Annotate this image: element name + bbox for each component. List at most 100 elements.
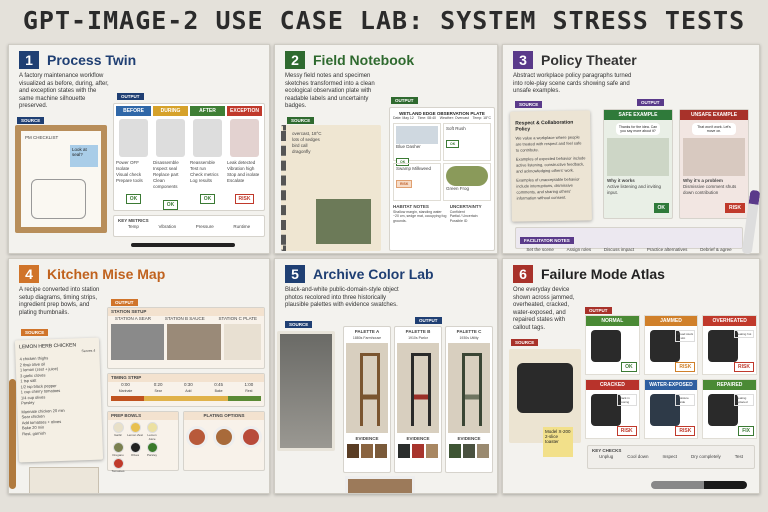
- machine-icon: [193, 119, 222, 157]
- state-label: BEFORE: [116, 106, 151, 116]
- machine-icon: [230, 119, 259, 157]
- plate-thumbnail[interactable]: [212, 426, 235, 448]
- state-label: AFTER: [190, 106, 225, 116]
- specimen-frog: Green Frog: [443, 162, 491, 201]
- observation-plate: WETLAND EDGE OBSERVATION PLATE Date: May…: [389, 107, 495, 251]
- scene-text: Active listening and inviting input.: [607, 184, 662, 195]
- state-label: EXCEPTION: [227, 106, 262, 116]
- color-swatch: [361, 444, 373, 458]
- state-item: Isolate: [116, 166, 130, 171]
- station-a: STATION A SEAR: [114, 316, 152, 321]
- panel-description: A factory maintenance workflow visualize…: [19, 73, 109, 109]
- facilitator-step: Practice alternatives: [646, 247, 688, 252]
- status-badge: OK: [396, 157, 410, 166]
- metric-vibration: Vibration: [158, 224, 177, 229]
- state-item: Stop and isolate: [227, 172, 260, 177]
- uncertainty-item: Partial / Uncertain: [449, 214, 478, 218]
- frog-icon: [446, 165, 488, 186]
- status-badge: RISK: [234, 194, 255, 204]
- color-swatch: [412, 444, 424, 458]
- prep-bowl: Tomatoes: [110, 458, 126, 473]
- pen-icon: [131, 243, 235, 247]
- check-test: Test: [734, 454, 743, 459]
- source-tag: SOURCE: [285, 321, 313, 328]
- status-badge: RISK: [675, 362, 696, 372]
- panel-title: Process Twin: [47, 52, 137, 68]
- palette-era: 1930s Utility: [459, 336, 479, 340]
- scene-illustration: [607, 138, 669, 176]
- panel-number: 5: [285, 265, 305, 283]
- timing-step-label: Sear: [154, 389, 162, 393]
- status-badge: OK: [199, 194, 216, 204]
- toaster-icon: [708, 394, 739, 426]
- plate-title: WETLAND EDGE OBSERVATION PLATE: [399, 111, 485, 116]
- uncertainty-item: Confident: [449, 209, 465, 214]
- scene-unsafe: UNSAFE EXAMPLE That won't work. Let's mo…: [679, 109, 749, 219]
- machine-icon: [156, 119, 185, 157]
- scene-safe: SAFE EXAMPLE Thanks for the idea. Can yo…: [603, 109, 673, 219]
- state-item: Visual check: [116, 172, 142, 177]
- scene-text: Dismissive comment shuts down contributi…: [683, 184, 737, 195]
- source-tag: SOURCE: [17, 117, 45, 124]
- station-label: STATION SETUP: [108, 308, 264, 316]
- scene-illustration: [683, 138, 745, 176]
- bowl-icon: [112, 422, 124, 433]
- facilitator-step: Set the scene: [526, 247, 554, 252]
- speech-bubble: That won't work. Let's move on.: [692, 123, 736, 135]
- panel-title: Kitchen Mise Map: [47, 266, 166, 282]
- status-badge: RISK: [725, 203, 745, 213]
- state-item: Clean components: [153, 178, 178, 189]
- stove-a-icon: [111, 324, 165, 360]
- bowl-icon: [146, 422, 158, 433]
- callout-tag: Heating replaced: [734, 394, 754, 406]
- panel-number: 3: [513, 51, 533, 69]
- plate-thumbnail[interactable]: [239, 426, 262, 448]
- status-badge: OK: [162, 200, 179, 210]
- color-swatch: [426, 444, 438, 458]
- panel-description: Black-and-white public-domain-style obje…: [285, 287, 399, 308]
- facilitator-step: Debrief & agree: [700, 247, 732, 252]
- bowl-label: Lemon Zest: [127, 433, 143, 437]
- recipe-card: LEMON HERB CHICKEN Serves 4 4 chicken th…: [14, 337, 104, 463]
- output-tag: OUTPUT: [117, 93, 144, 100]
- state-item: Prepare tools: [116, 178, 143, 183]
- source-tag: SOURCE: [287, 117, 315, 124]
- state-item: Inspect seal: [153, 166, 178, 171]
- toaster-icon: [649, 330, 680, 362]
- station-b: STATION B SAUCE: [164, 316, 205, 321]
- state-item: Log results: [190, 178, 213, 183]
- evidence-label: EVIDENCE: [406, 436, 430, 441]
- evidence-label: EVIDENCE: [457, 436, 481, 441]
- timing-time: 0:00: [121, 382, 130, 387]
- prep-bowl: Lemon Zest: [127, 422, 143, 441]
- palette-label: PALETTE B: [405, 329, 431, 334]
- timing-time: 0:20: [153, 382, 163, 387]
- state-label: OVERHEATED: [703, 316, 756, 326]
- bowl-icon: [112, 442, 124, 453]
- chair-icon: [411, 353, 431, 426]
- facilitator-label: FACILITATOR NOTES: [520, 237, 574, 244]
- panel-description: A recipe converted into station setup di…: [19, 287, 100, 316]
- metric-runtime: Runtime: [233, 224, 251, 229]
- dragonfly-icon: [396, 125, 438, 144]
- panel-title: Failure Mode Atlas: [541, 266, 665, 282]
- timing-label: TIMING STRIP: [108, 374, 264, 382]
- bowl-icon: [129, 442, 141, 453]
- check-unplug: Unplug: [598, 454, 614, 459]
- plate-thumbnail[interactable]: [186, 426, 209, 448]
- panel-description: Abstract workplace policy paragraphs tur…: [513, 73, 632, 94]
